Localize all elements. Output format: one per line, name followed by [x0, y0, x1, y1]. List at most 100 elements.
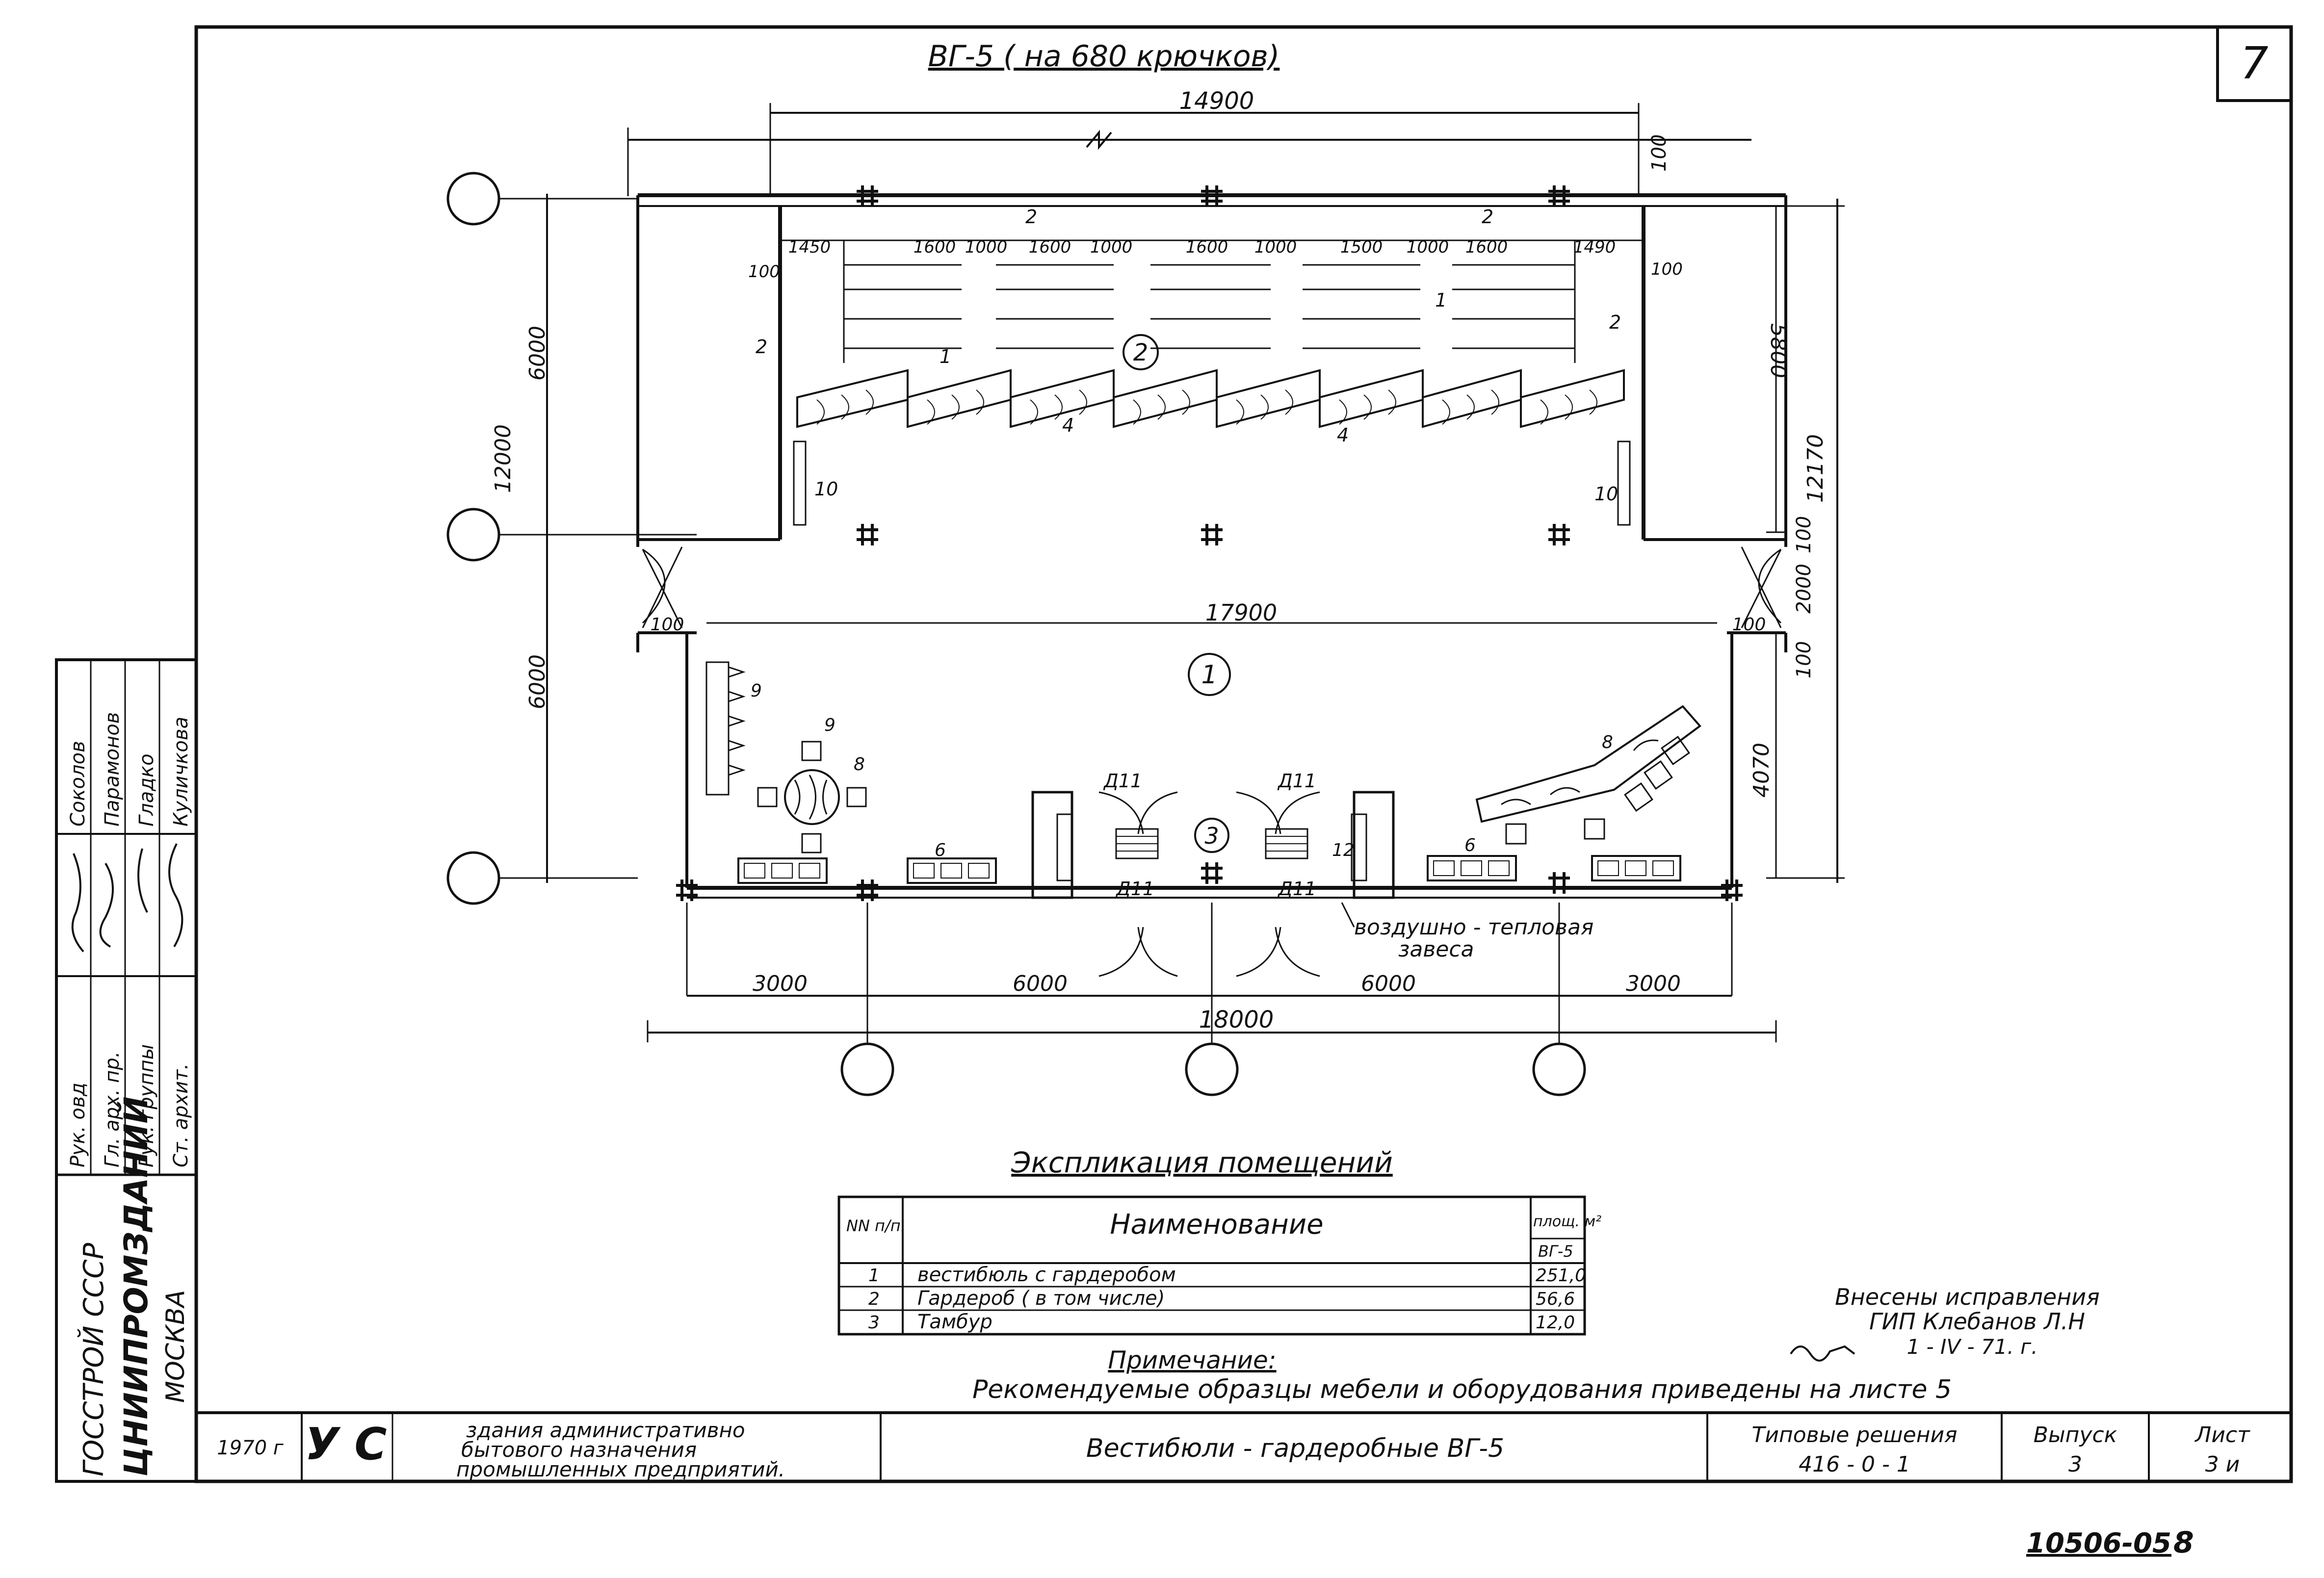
room-number-2: 2 — [1133, 339, 1149, 366]
sheet-number: 7 — [2240, 38, 2268, 89]
column-9 — [1201, 862, 1223, 884]
hook-dim-9: 1000 — [1407, 237, 1449, 257]
legend-row-2-n: 2 — [868, 1289, 880, 1309]
dim-bottom-2: 6000 — [1013, 971, 1068, 996]
label-bench-10-right: 10 — [1594, 483, 1618, 505]
column-1 — [857, 185, 878, 207]
column-6 — [1548, 524, 1570, 545]
room-number-1: 1 — [1201, 660, 1217, 690]
archive-number: 10506-05 — [2026, 1527, 2171, 1559]
dim-right-2000: 2000 — [1793, 564, 1815, 614]
counter-segment-7 — [1422, 369, 1522, 428]
stamp-org-3: МОСКВА — [161, 1290, 190, 1403]
dim-left-6000-lower: 6000 — [525, 654, 550, 709]
archive-sheet: 8 — [2173, 1526, 2194, 1560]
coat-rack-rows — [843, 240, 1576, 363]
title-logo: У С — [305, 1419, 387, 1470]
label-wall-2-left: 2 — [756, 336, 767, 358]
dim-right-100a: 100 — [1793, 516, 1815, 553]
dim-right-100b: 100 — [1793, 641, 1815, 678]
typ-value: 416 - 0 - 1 — [1799, 1452, 1910, 1477]
stamp-org-1: ГОССТРОЙ СССР — [78, 1242, 110, 1476]
rack-group-3 — [1150, 264, 1271, 349]
dim-door-100-left: 100 — [651, 615, 684, 635]
stamp-name-3: Гладко — [135, 753, 158, 827]
side-doors — [642, 546, 1782, 628]
dim-bottom-3: 6000 — [1361, 971, 1416, 996]
label-counter-4b: 4 — [1337, 424, 1349, 446]
top-dimension — [627, 103, 1751, 196]
side-stamp — [55, 658, 198, 1483]
column-10 — [1548, 872, 1570, 894]
counter-segment-2 — [907, 369, 1012, 428]
issue-value: 3 — [2068, 1452, 2082, 1477]
axis-bubbles — [446, 172, 1586, 1096]
label-counter-4a: 4 — [1062, 414, 1074, 436]
column-3 — [1548, 185, 1570, 207]
issue-label: Выпуск — [2034, 1423, 2117, 1448]
room-marker-2 — [1123, 334, 1159, 370]
legend-row-1-name: вестибюль с гардеробом — [917, 1264, 1176, 1286]
room-marker-1 — [1188, 653, 1231, 696]
stamp-name-4: Куличкова — [170, 717, 192, 827]
column-11 — [1721, 880, 1743, 901]
rack-group-4 — [1303, 264, 1420, 349]
label-rack-1: 1 — [1435, 289, 1447, 311]
axis-bubble-bottom-1 — [840, 1042, 894, 1096]
title-desc-2: бытового назначения — [461, 1438, 697, 1462]
dim-door-100-right: 100 — [1732, 615, 1766, 635]
legend-row-1-area: 251,0 — [1536, 1266, 1586, 1286]
bottom-dimensions — [647, 903, 1777, 1042]
label-dim-100-left: 100 — [748, 262, 780, 282]
lounge-right — [1475, 705, 1701, 845]
corrections-line-1: Внесены исправления — [1835, 1284, 2100, 1310]
corrections-line-3: 1 - IV - 71. г. — [1906, 1335, 2037, 1359]
dim-left-12000: 12000 — [491, 424, 516, 493]
column-5 — [1201, 524, 1223, 545]
hook-dim-10: 1600 — [1465, 237, 1508, 257]
note-title: Примечание: — [1108, 1346, 1276, 1374]
rack-group-2 — [996, 264, 1114, 349]
legend-row-3-area: 12,0 — [1536, 1313, 1575, 1333]
stamp-org-2: ЦНИИПРОМЗДАНИЙ — [117, 1096, 155, 1476]
rack-group-1 — [844, 264, 962, 349]
display-case-3 — [1427, 855, 1517, 881]
stamp-role-3: Рук. группы — [135, 1044, 158, 1167]
stamp-role-4: Ст. архит. — [170, 1063, 192, 1167]
legend-row-1-n: 1 — [868, 1266, 880, 1286]
bench-10-right — [1617, 440, 1631, 526]
room-marker-3 — [1194, 818, 1229, 853]
legend-title: Экспликация помещений — [1011, 1146, 1393, 1179]
legend-row-3-n: 3 — [868, 1313, 880, 1333]
hook-dim-8: 1500 — [1340, 237, 1383, 257]
air-curtain-label-1: воздушно - тепловая — [1354, 915, 1593, 940]
title-desc-1: здания административно — [466, 1418, 745, 1442]
corrections-line-2: ГИП Клебанов Л.Н — [1869, 1308, 2085, 1335]
air-curtain-label-2: завеса — [1398, 937, 1474, 962]
note-text: Рекомендуемые образцы мебели и оборудова… — [972, 1375, 1952, 1404]
door-label-d11-a: Д11 — [1103, 770, 1142, 792]
sheet-value: 3 и — [2205, 1452, 2240, 1477]
stamp-name-2: Парамонов — [101, 712, 124, 827]
dim-top-small: 100 — [1648, 134, 1671, 172]
sheet-label: Лист — [2194, 1423, 2250, 1448]
label-sofa-8-right: 8 — [1602, 732, 1613, 752]
structural-columns — [676, 185, 1743, 901]
column-4 — [857, 524, 878, 545]
lounge-left — [705, 661, 867, 854]
axis-bubble-bottom-3 — [1532, 1042, 1586, 1096]
drawing-title: Вестибюли - гардеробные ВГ-5 — [1086, 1434, 1504, 1463]
dim-mid-17900: 17900 — [1205, 599, 1277, 626]
hook-dim-5: 1000 — [1090, 237, 1133, 257]
hook-dim-4: 1600 — [1029, 237, 1071, 257]
display-case-1 — [737, 857, 828, 884]
hook-dim-3: 1000 — [965, 237, 1008, 257]
corrections-signature — [1790, 1345, 1855, 1362]
axis-bubble-left-mid — [446, 508, 500, 562]
axis-bubble-bottom-2 — [1185, 1042, 1239, 1096]
label-case-6-right: 6 — [1464, 835, 1476, 855]
counter-segment-8 — [1520, 369, 1625, 428]
title-desc-3: промышленных предприятий. — [456, 1457, 785, 1481]
